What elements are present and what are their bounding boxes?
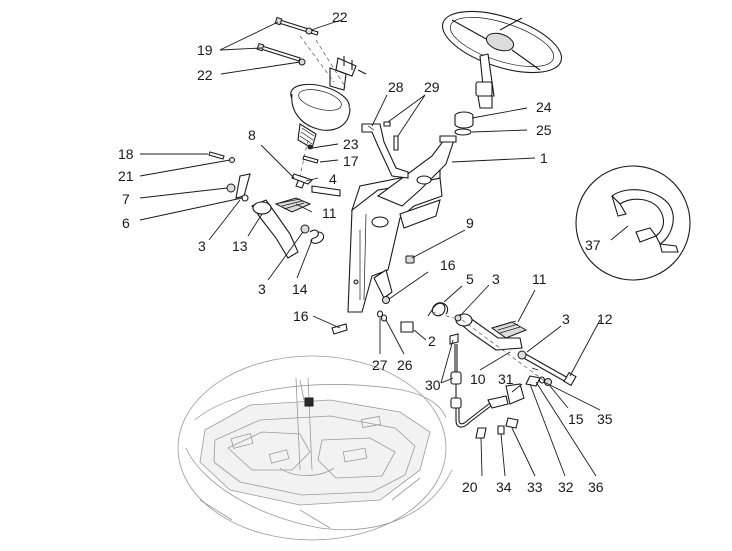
callout-30: 30 (425, 377, 441, 393)
callout-5: 5 (466, 271, 474, 287)
rod-7-drawing (235, 173, 251, 199)
callout-10: 10 (470, 371, 486, 387)
assembly-axis-master (299, 35, 347, 177)
callout-4: 4 (329, 171, 337, 187)
steering-wheel-drawing (441, 10, 563, 109)
callout-18: 18 (118, 146, 134, 162)
callout-14: 14 (292, 281, 308, 297)
bushing-3-clutch-drawing (454, 314, 462, 322)
callout-37: 37 (585, 237, 601, 253)
callout-17: 17 (343, 153, 359, 169)
bushing-2-drawing (400, 321, 414, 333)
callout-23: 23 (343, 136, 359, 152)
callout-11-left: 11 (322, 205, 337, 221)
callout-16-upper: 16 (440, 257, 456, 273)
callout-9: 9 (466, 215, 474, 231)
callout-3-lower: 3 (258, 281, 266, 297)
callout-7: 7 (122, 191, 130, 207)
callout-15: 15 (568, 411, 584, 427)
bolt-12-drawing (517, 350, 577, 387)
callout-24: 24 (536, 99, 552, 115)
brake-pedal-drawing (251, 197, 312, 259)
clutch-pedal-drawing (454, 313, 528, 351)
parts-20-33-34-drawing (475, 417, 519, 439)
screws-29-drawing (383, 121, 399, 151)
callout-22-lower: 22 (197, 67, 213, 83)
cable-30-drawing (449, 333, 509, 428)
callout-35: 35 (597, 411, 613, 427)
spring-5-drawing (427, 302, 449, 317)
nut-9-drawing (405, 255, 415, 264)
callout-11-right: 11 (532, 271, 547, 287)
callout-22-top: 22 (332, 9, 348, 25)
callout-20: 20 (462, 479, 478, 495)
nut-16-drawing (382, 296, 390, 304)
leader-lines (139, 19, 629, 477)
bolts-19-drawing (256, 16, 319, 62)
callout-29: 29 (424, 79, 440, 95)
callout-27: 27 (372, 357, 388, 373)
callout-32: 32 (558, 479, 574, 495)
callout-34: 34 (496, 479, 512, 495)
bolt-16-drawing (331, 323, 348, 335)
spring-clip-25-drawing (454, 128, 472, 136)
callout-2: 2 (428, 333, 436, 349)
master-cylinder-drawing (290, 56, 367, 149)
callout-6: 6 (122, 215, 130, 231)
callout-labels: 22 19 22 28 29 24 25 8 23 18 1 17 21 4 7… (118, 9, 613, 495)
washers-26-27-drawing (376, 310, 388, 322)
callout-3-right: 3 (562, 311, 570, 327)
callout-3-mid: 3 (492, 271, 500, 287)
bushing-24-drawing (454, 111, 474, 129)
pedal-bracket-drawing (347, 135, 457, 313)
assembly-axis-clutch (431, 311, 547, 383)
callout-36: 36 (588, 479, 604, 495)
nuts-22-drawing (298, 27, 313, 66)
bracket-28-drawing (361, 123, 409, 179)
callout-8: 8 (248, 127, 256, 143)
callout-13: 13 (232, 238, 248, 254)
callout-16-lower: 16 (293, 308, 309, 324)
callout-31: 31 (498, 371, 514, 387)
callout-28: 28 (388, 79, 404, 95)
callout-3-left: 3 (198, 238, 206, 254)
spring-14-drawing (309, 229, 325, 244)
floor-pan-drawing (177, 355, 453, 541)
callout-19: 19 (197, 42, 213, 58)
callout-1: 1 (540, 150, 548, 166)
callout-12: 12 (597, 311, 613, 327)
detail-37-inset (575, 165, 691, 281)
bolt-18-drawing (208, 151, 235, 163)
callout-25: 25 (536, 122, 552, 138)
callout-26: 26 (397, 357, 413, 373)
bushing-3-left-drawing (300, 224, 310, 234)
pushrod-parts-drawing (291, 144, 341, 197)
parts-31-32-36-drawing (505, 367, 541, 405)
callout-33: 33 (527, 479, 543, 495)
callout-21: 21 (118, 168, 134, 184)
